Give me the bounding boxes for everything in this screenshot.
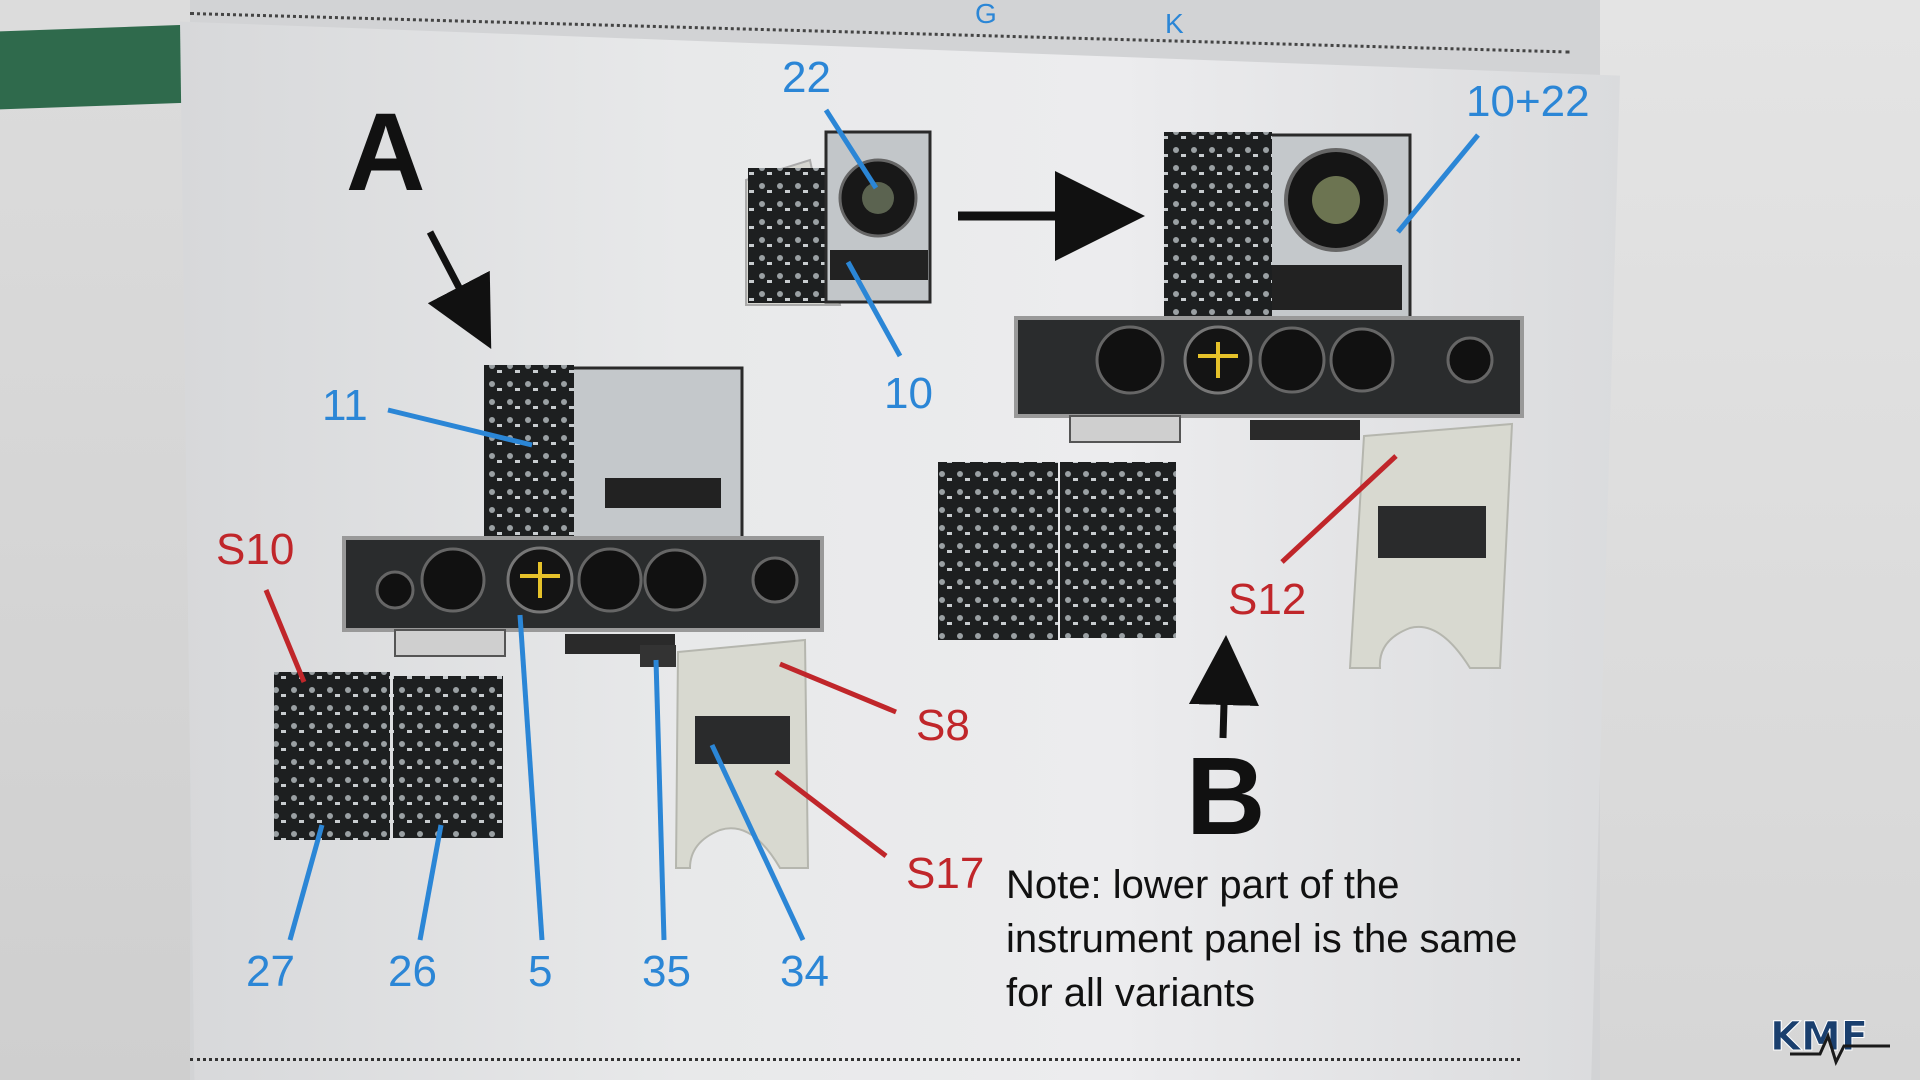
assembly-a: [274, 365, 824, 869]
pedestal-panel: [695, 716, 790, 764]
part-label-35: 35: [642, 947, 691, 996]
desk-background: [0, 0, 190, 1080]
part-label-s8: S8: [916, 701, 970, 750]
gauge: [751, 556, 799, 604]
part-label-10: 10: [884, 369, 933, 418]
perforation-bottom: [190, 1058, 1520, 1061]
part-label-34: 34: [780, 947, 829, 996]
assembly-note: Note: lower part of the instrument panel…: [1006, 863, 1518, 1015]
watermark-text: KMF: [1770, 1014, 1868, 1060]
part-label-11: 11: [322, 381, 368, 430]
part-label-27: 27: [246, 947, 295, 996]
part-label-s17: S17: [906, 849, 985, 898]
part-label-22: 22: [782, 53, 831, 102]
detail-upper-panel: [745, 130, 932, 306]
part-label-26: 26: [388, 947, 437, 996]
blue-leaders: [287, 108, 1480, 942]
variant-label-a: A: [346, 91, 426, 214]
gauge: [420, 547, 486, 613]
cut-off-label-k: K: [1165, 8, 1184, 39]
part-label-s12: S12: [1228, 575, 1307, 624]
console-panel-26: [393, 676, 503, 838]
console-panel-27: [274, 672, 390, 840]
red-leaders: [263, 454, 1398, 858]
part-label-5: 5: [528, 947, 553, 996]
desk-background-right: [1600, 0, 1920, 1080]
watermark-logo: KMF: [1770, 1006, 1900, 1067]
cut-off-label-g: G: [975, 0, 997, 29]
part-label-10-22: 10+22: [1466, 77, 1590, 126]
gauge: [577, 547, 643, 613]
upper-panel-strip: [484, 365, 574, 560]
part-label-s10: S10: [216, 525, 295, 574]
variant-label-b: B: [1186, 735, 1266, 858]
arrow-b: [1188, 635, 1259, 739]
gauge: [643, 548, 707, 612]
small-display: [605, 478, 721, 508]
arrow-a: [426, 230, 492, 350]
assembly-b: [938, 132, 1524, 669]
